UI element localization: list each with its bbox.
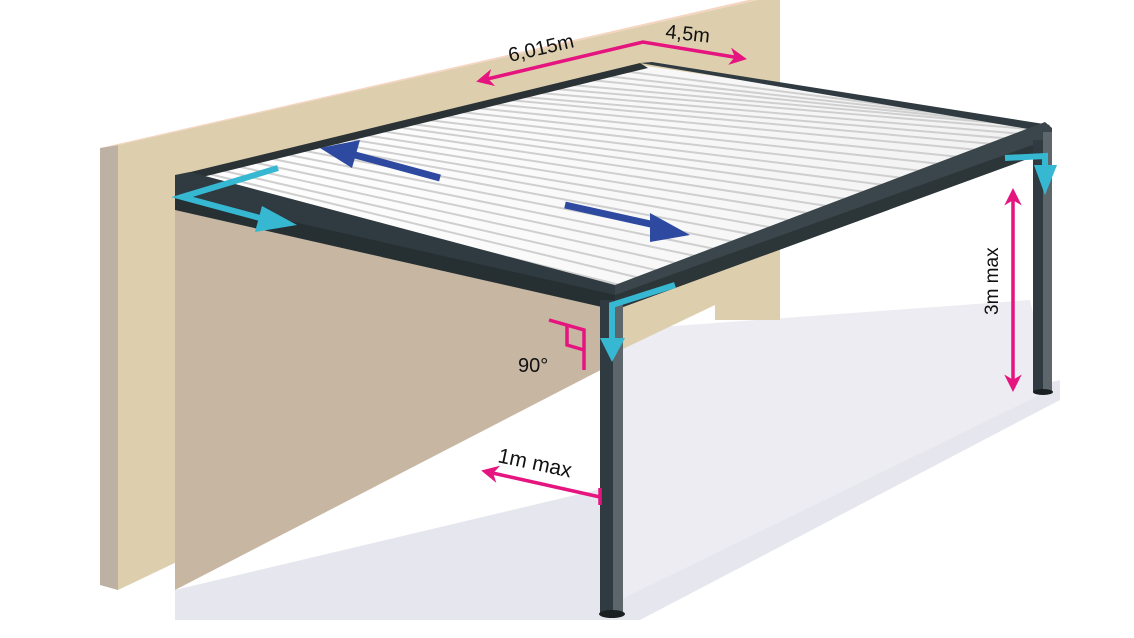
angle-label: 90° — [518, 355, 548, 377]
overhang-arrow — [481, 465, 601, 499]
length-depth-arrow — [476, 40, 747, 87]
height-label: 3m max — [982, 247, 1003, 315]
water-flow-arrow-left-corner — [171, 165, 279, 225]
depth-label: 4,5m — [664, 21, 711, 48]
right-angle-inner — [565, 325, 585, 352]
louver-arrow-close — [354, 151, 441, 182]
water-flow-arrow-rear-post — [1004, 152, 1048, 168]
right-angle-symbol — [548, 318, 586, 370]
louver-slats — [189, 70, 1046, 286]
louver-arrow-open — [564, 201, 656, 229]
water-flow-arrows — [171, 152, 1048, 340]
louver-direction-arrows — [320, 140, 690, 242]
water-flow-arrow-front-post — [609, 282, 676, 340]
front-post — [599, 300, 625, 618]
water-flow-arrowheads — [255, 165, 1057, 362]
dimension-arrows — [476, 40, 1022, 505]
rear-post — [1033, 132, 1053, 395]
